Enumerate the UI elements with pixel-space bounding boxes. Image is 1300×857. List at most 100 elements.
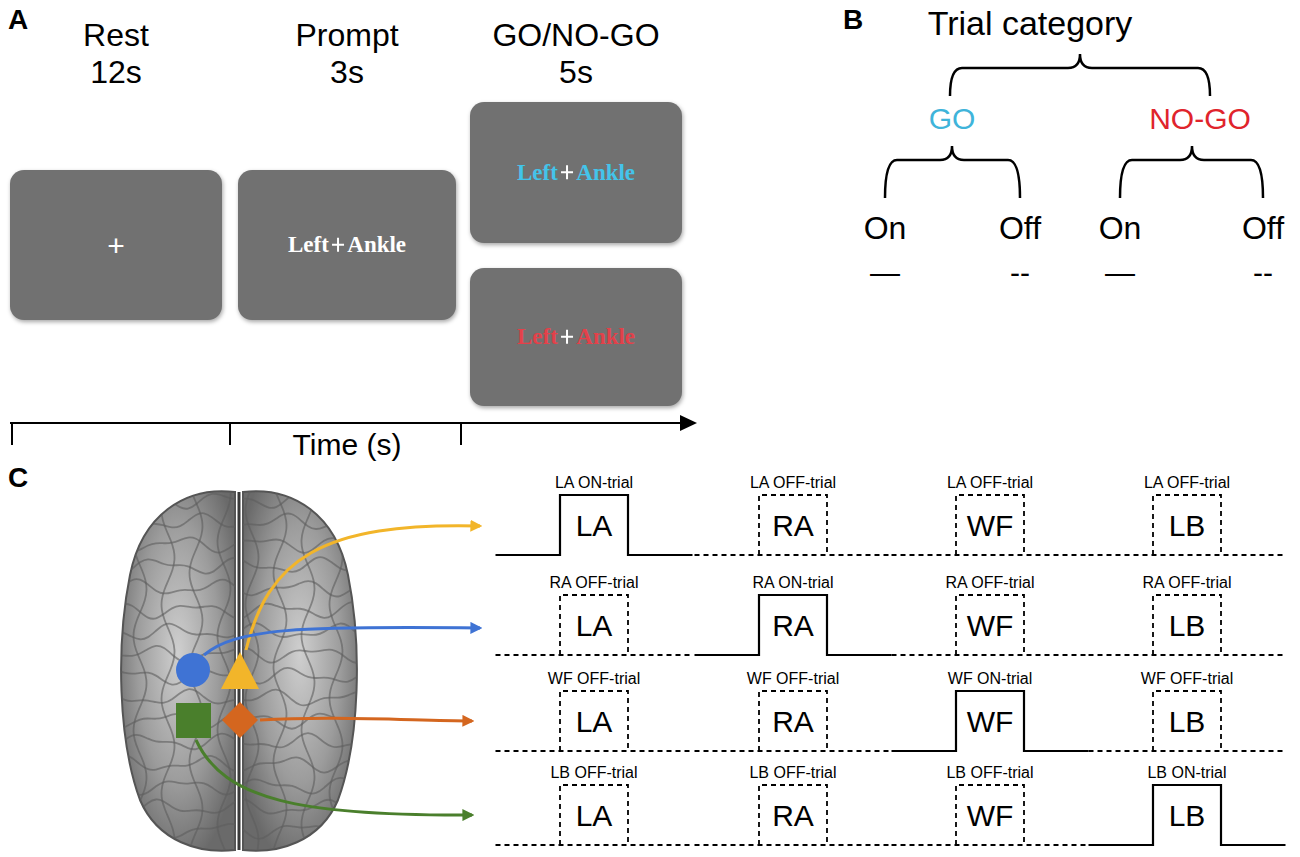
- trial-pulse-box: RA ON-trialRA: [759, 595, 827, 655]
- trial-pulse-box: LB OFF-trialWF: [956, 785, 1024, 845]
- movement-code: LB: [1169, 509, 1206, 542]
- arrow: [260, 718, 472, 721]
- trial-pulse-box: WF OFF-trialLB: [1153, 691, 1221, 751]
- screen-heading: 12s: [90, 55, 142, 90]
- on-pulse-line: [1089, 785, 1286, 845]
- trial-heading: LB OFF-trial: [550, 764, 637, 782]
- region-square: [176, 703, 211, 738]
- screen-text: Left Ankle: [517, 160, 635, 185]
- stimulus-screen: Prompt3sLeft Ankle: [238, 170, 456, 320]
- brace: [885, 146, 1020, 198]
- trial-heading: LA OFF-trial: [947, 474, 1033, 492]
- off-baseline: [695, 554, 892, 556]
- off-baseline: [695, 750, 892, 752]
- sulcus: [133, 490, 146, 850]
- arrow: [204, 627, 480, 655]
- off-pulse-line: [759, 691, 827, 751]
- tree-root-label: Trial category: [928, 4, 1133, 43]
- off-baseline: [1089, 654, 1286, 656]
- arrow: [196, 740, 472, 815]
- off-pulse-line: [759, 495, 827, 555]
- sulcus: [301, 490, 314, 850]
- axis-tick: [460, 423, 462, 445]
- trial-pulse-box: RA OFF-trialWF: [956, 595, 1024, 655]
- movement-code: RA: [772, 705, 814, 738]
- axis-line: [10, 422, 684, 424]
- trial-pulse-box: LA ON-trialLA: [560, 495, 628, 555]
- trial-heading: RA OFF-trial: [946, 574, 1035, 592]
- movement-code: LA: [576, 609, 613, 642]
- trial-heading: WF ON-trial: [948, 670, 1032, 688]
- line-sample: —: [870, 256, 900, 291]
- screen-heading: Rest: [83, 18, 149, 53]
- line-sample: --: [1010, 256, 1030, 291]
- trial-pulse-box: LA OFF-trialLB: [1153, 495, 1221, 555]
- on-pulse-line: [496, 495, 693, 555]
- panel-letter: A: [8, 4, 28, 36]
- off-pulse-line: [560, 785, 628, 845]
- off-baseline: [892, 654, 1089, 656]
- screen-heading: Prompt: [295, 18, 398, 53]
- trial-heading: RA OFF-trial: [550, 574, 639, 592]
- movement-code: WF: [967, 799, 1014, 832]
- trial-heading: LB OFF-trial: [946, 764, 1033, 782]
- axis-tick: [229, 423, 231, 445]
- region-triangle: [221, 652, 259, 689]
- tree-branch-label: GO: [929, 102, 976, 137]
- axis-arrowhead: [680, 415, 697, 431]
- off-pulse-line: [1153, 595, 1221, 655]
- trial-heading: LB ON-trial: [1147, 764, 1226, 782]
- trial-pulse-box: LB OFF-trialRA: [759, 785, 827, 845]
- off-baseline: [1089, 554, 1286, 556]
- trial-heading: LA OFF-trial: [1144, 474, 1230, 492]
- sulcus: [217, 490, 230, 850]
- trial-heading: WF OFF-trial: [1141, 670, 1233, 688]
- region-diamond: [222, 702, 258, 738]
- off-pulse-line: [1153, 495, 1221, 555]
- off-pulse-line: [759, 785, 827, 845]
- panel-letter: C: [8, 462, 28, 494]
- brace: [950, 54, 1210, 96]
- movement-code: WF: [967, 705, 1014, 738]
- tree-leaf-label: Off: [1242, 210, 1284, 247]
- brace: [1120, 146, 1263, 198]
- off-baseline: [496, 844, 693, 846]
- movement-code: LA: [576, 799, 613, 832]
- panel-letter: B: [843, 4, 863, 36]
- sulcus: [161, 490, 174, 850]
- trial-pulse-box: RA OFF-trialLB: [1153, 595, 1221, 655]
- off-baseline: [496, 654, 693, 656]
- trial-heading: WF OFF-trial: [747, 670, 839, 688]
- off-pulse-line: [560, 595, 628, 655]
- screen-text: Left Ankle: [288, 232, 406, 257]
- trial-pulse-box: WF ON-trialWF: [956, 691, 1024, 751]
- off-pulse-line: [956, 495, 1024, 555]
- stimulus-screen: GO/NO-GO5sLeft Ankle: [470, 102, 682, 243]
- off-pulse-line: [1153, 691, 1221, 751]
- movement-code: RA: [772, 509, 814, 542]
- tree-branch-label: NO-GO: [1149, 102, 1251, 137]
- off-baseline: [892, 844, 1089, 846]
- movement-code: RA: [772, 799, 814, 832]
- screen-text: Left Ankle: [517, 324, 635, 349]
- screen-text: +: [107, 229, 125, 262]
- trial-pulse-box: LA OFF-trialWF: [956, 495, 1024, 555]
- stimulus-screen: Rest12s+: [10, 170, 222, 320]
- movement-code: WF: [967, 609, 1014, 642]
- off-baseline: [695, 844, 892, 846]
- axis-tick: [11, 423, 13, 445]
- trial-pulse-box: LB ON-trialLB: [1153, 785, 1221, 845]
- movement-code: LB: [1169, 609, 1206, 642]
- trial-pulse-box: LA OFF-trialRA: [759, 495, 827, 555]
- screen-heading: 3s: [330, 55, 364, 90]
- on-pulse-line: [892, 691, 1089, 751]
- movement-code: LB: [1169, 799, 1206, 832]
- trial-pulse-box: WF OFF-trialLA: [560, 691, 628, 751]
- on-pulse-line: [695, 595, 892, 655]
- off-baseline: [892, 554, 1089, 556]
- axis-label: Time (s): [293, 428, 402, 463]
- tree-leaf-label: Off: [999, 210, 1041, 247]
- line-sample: —: [1105, 256, 1135, 291]
- region-arrows: [196, 526, 480, 815]
- trial-pulse-box: RA OFF-trialLA: [560, 595, 628, 655]
